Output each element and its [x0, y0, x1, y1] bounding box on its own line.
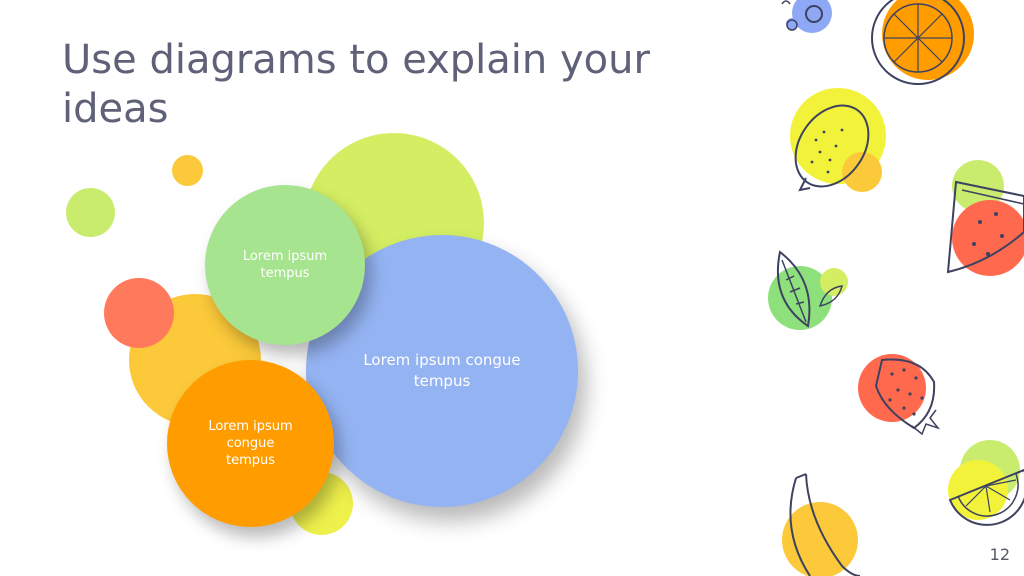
bubble-orange: Lorem ipsum congue tempus — [167, 360, 334, 527]
banana-icon — [782, 473, 861, 576]
watermelon-icon — [946, 160, 1024, 276]
decor-dot-lime-small — [66, 188, 115, 237]
leaves-icon — [768, 250, 848, 330]
slide-title: Use diagrams to explain your ideas — [62, 37, 650, 132]
lemon-icon — [790, 88, 886, 192]
page-number: 12 — [989, 545, 1010, 564]
diagram-circle-coral — [104, 278, 174, 348]
bubble-blue-label: Lorem ipsum congue tempus — [363, 351, 521, 390]
lime-slice-icon — [948, 440, 1024, 526]
bubble-green-label: Lorem ipsum tempus — [242, 249, 328, 281]
decor-dot-yellow-small — [172, 155, 203, 186]
blueberry-icon — [781, 0, 832, 33]
bubble-orange-label: Lorem ipsum congue tempus — [208, 419, 293, 468]
orange-slice-icon — [871, 0, 974, 85]
strawberry-icon — [858, 354, 941, 436]
bubble-green: Lorem ipsum tempus — [205, 185, 365, 345]
